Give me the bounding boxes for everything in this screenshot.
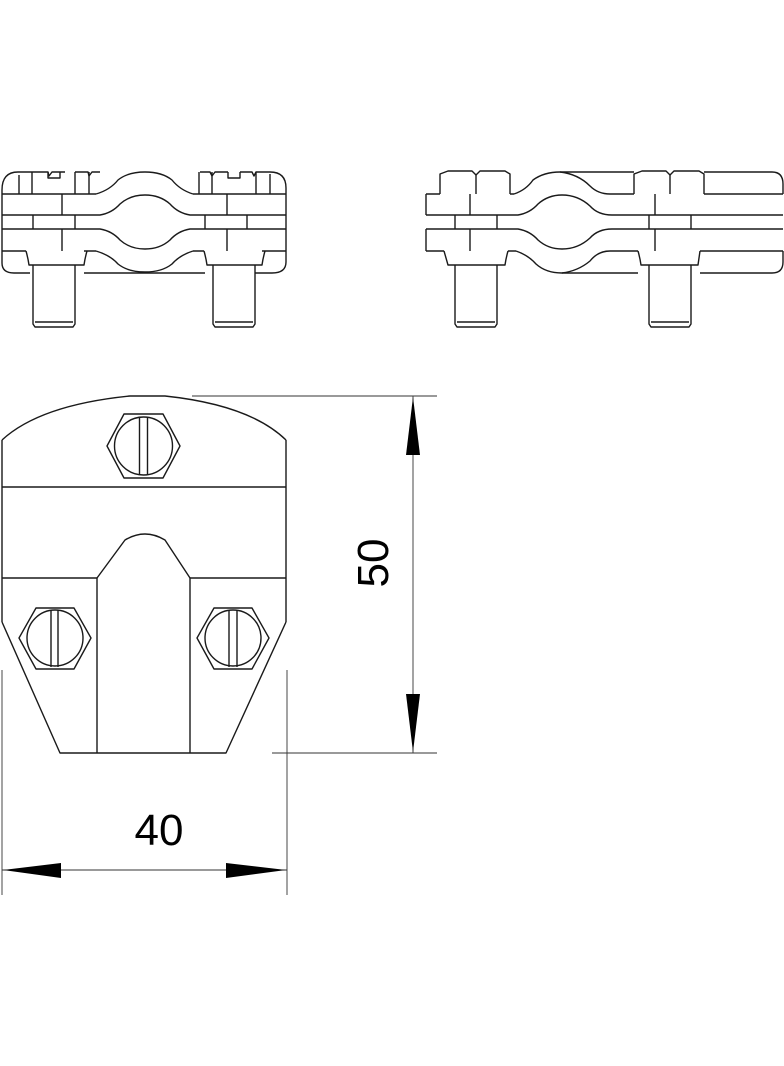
arrow-right-icon [226, 863, 286, 878]
dimension-label-height: 50 [349, 539, 398, 588]
dimension-width: 40 [1, 670, 288, 895]
top-view [1, 395, 287, 754]
screw-head-right [196, 607, 270, 670]
side-view-right [425, 170, 784, 328]
side-view-left [1, 171, 287, 328]
arrow-left-icon [3, 863, 61, 878]
arrow-up-icon [406, 397, 420, 455]
screw-head-left [18, 607, 92, 670]
dimension-label-width: 40 [135, 806, 184, 855]
arrow-down-icon [406, 694, 420, 752]
screw-head-top [106, 413, 181, 479]
dimension-height: 50 [192, 395, 437, 754]
